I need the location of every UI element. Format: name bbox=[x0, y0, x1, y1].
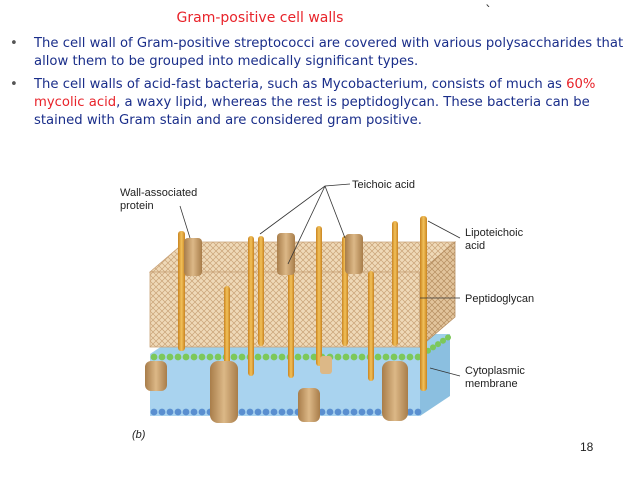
lipid-head bbox=[430, 344, 436, 351]
lipid-head bbox=[182, 353, 190, 361]
lipid-head bbox=[350, 353, 358, 361]
lipid-head bbox=[238, 408, 246, 416]
lipid-head bbox=[198, 408, 206, 416]
lipid-head bbox=[358, 408, 366, 416]
panel-label: (b) bbox=[132, 429, 146, 441]
lipid-head bbox=[246, 408, 254, 416]
bullet-text-end: , a waxy lipid, whereas the rest is pept… bbox=[34, 95, 590, 128]
lipid-head bbox=[366, 408, 374, 416]
lipid-head bbox=[445, 334, 451, 341]
lipid-head bbox=[318, 408, 326, 416]
lipid-head bbox=[254, 353, 262, 361]
bullet-marker: • bbox=[10, 77, 18, 92]
lipid-head bbox=[174, 353, 182, 361]
lipid-head bbox=[278, 353, 286, 361]
lipid-head bbox=[342, 353, 350, 361]
lipid-head bbox=[334, 353, 342, 361]
lipid-head bbox=[198, 353, 206, 361]
lipid-head bbox=[150, 408, 158, 416]
membrane-label-line1: Cytoplasmic bbox=[465, 365, 525, 377]
mycolic-acid-highlight: 60% mycolic acid bbox=[34, 77, 596, 110]
wall-associated-proteins bbox=[145, 233, 408, 423]
lipid-head bbox=[406, 353, 414, 361]
wall-protein-label-line1: Wall-associated bbox=[120, 187, 197, 199]
lipid-head bbox=[390, 353, 398, 361]
slide-title: Gram-positive cell walls bbox=[176, 10, 344, 26]
peptidoglycan-layer bbox=[148, 241, 457, 348]
lipid-head bbox=[414, 353, 422, 361]
lipid-head bbox=[342, 408, 350, 416]
lipid-head bbox=[374, 353, 382, 361]
stray-mark: ` bbox=[485, 4, 492, 20]
lipoteichoic-label-line2: acid bbox=[465, 240, 485, 252]
lipid-head bbox=[190, 408, 198, 416]
lipid-head bbox=[270, 408, 278, 416]
bullet-text-start: The cell walls of acid-fast bacteria, su… bbox=[34, 77, 567, 92]
lipid-head bbox=[435, 341, 441, 348]
lipid-head bbox=[174, 408, 182, 416]
lipid-head bbox=[382, 353, 390, 361]
lipid-head bbox=[158, 353, 166, 361]
bullet-item: • The cell walls of acid-fast bacteria, … bbox=[10, 76, 630, 130]
peptidoglycan-label: Peptidoglycan bbox=[465, 293, 534, 305]
lipid-head bbox=[406, 408, 414, 416]
lipoteichoic-label-line1: Lipoteichoic bbox=[465, 227, 524, 239]
lipid-head bbox=[374, 408, 382, 416]
lipid-head bbox=[350, 408, 358, 416]
lipid-head bbox=[440, 337, 446, 344]
lipid-head bbox=[294, 353, 302, 361]
wall-protein-label-line2: protein bbox=[120, 200, 154, 212]
lipid-head bbox=[414, 408, 422, 416]
lipid-head bbox=[398, 353, 406, 361]
lipid-head bbox=[150, 353, 158, 361]
lipid-head bbox=[270, 353, 278, 361]
teichoic-acid-label: Teichoic acid bbox=[352, 179, 415, 191]
lipid-head bbox=[166, 408, 174, 416]
lipid-head bbox=[286, 408, 294, 416]
lipid-head bbox=[214, 353, 222, 361]
lipid-head bbox=[334, 408, 342, 416]
lipid-head bbox=[262, 353, 270, 361]
lipid-head bbox=[254, 408, 262, 416]
page-number: 18 bbox=[580, 440, 594, 454]
lipid-head bbox=[326, 408, 334, 416]
lipid-head bbox=[206, 353, 214, 361]
lipid-head bbox=[302, 353, 310, 361]
lipid-head bbox=[190, 353, 198, 361]
lipid-head bbox=[310, 353, 318, 361]
lipid-head bbox=[358, 353, 366, 361]
bullet-text: The cell wall of Gram-positive streptoco… bbox=[34, 36, 624, 69]
lipid-heads-blue bbox=[150, 408, 422, 416]
membrane-label-line2: membrane bbox=[465, 378, 518, 390]
bullet-item: • The cell wall of Gram-positive strepto… bbox=[10, 35, 630, 71]
bullet-list: • The cell wall of Gram-positive strepto… bbox=[10, 35, 630, 135]
cell-wall-diagram: Wall-associated protein Teichoic acid Li… bbox=[120, 179, 534, 441]
lipid-head bbox=[230, 353, 238, 361]
lipid-head bbox=[238, 353, 246, 361]
lipid-head bbox=[158, 408, 166, 416]
lipid-head bbox=[278, 408, 286, 416]
lipid-head bbox=[182, 408, 190, 416]
label-leader-lines bbox=[179, 183, 461, 377]
teichoic-acid-rods bbox=[178, 216, 427, 391]
lipid-head bbox=[262, 408, 270, 416]
lipid-head bbox=[166, 353, 174, 361]
bullet-marker: • bbox=[10, 36, 18, 51]
